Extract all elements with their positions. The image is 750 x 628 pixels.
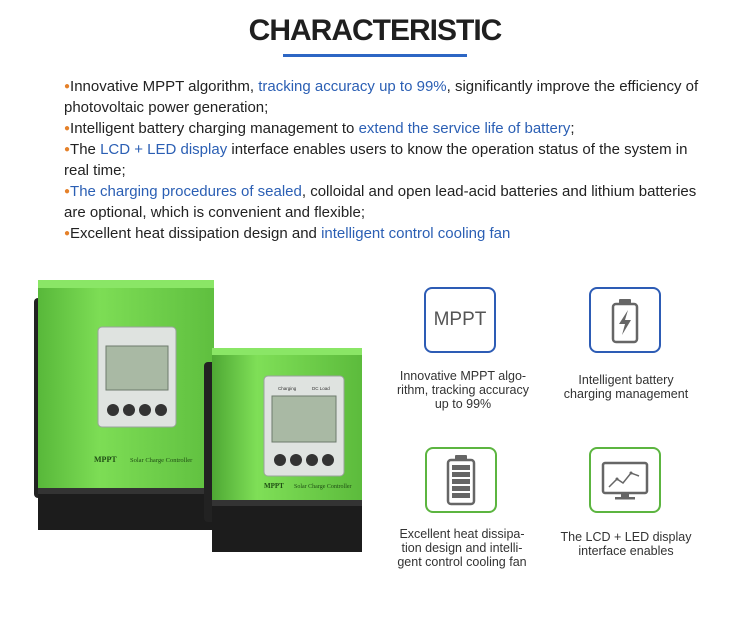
feature-item: ●Intelligent battery charging management… [64,118,704,139]
caption-display: The LCD + LED display interface enables [551,530,701,558]
screen-label-charging: Charging [278,386,297,391]
bullet-icon: ● [64,81,71,92]
feature-text: interface enables users to know the oper… [64,141,688,179]
charge-controller-illustration: MPPT Solar Charge Controller Charging DC… [34,280,362,552]
device-brand-small: MPPT [264,482,284,490]
bullet-icon: ● [64,144,71,155]
caption-line: Intelligent battery [578,373,674,387]
bullet-icon: ● [64,123,71,134]
screen-label-dcload: DC Load [312,386,330,391]
feature-text: Intelligent battery charging management … [70,120,359,137]
bullet-icon: ● [64,186,71,197]
device-model-small: Solar Charge Controller [294,484,352,490]
feature-text: , colloidal and open lead-acid batteries… [64,183,697,221]
feature-item: ●Excellent heat dissipation design and i… [64,223,704,244]
battery-charging-icon [589,287,661,353]
feature-list: ●Innovative MPPT algorithm, tracking acc… [64,76,704,244]
feature-text: Excellent heat dissipation design and [70,225,322,242]
display-icon [589,447,661,513]
feature-highlight: tracking accuracy up to 99% [258,78,447,95]
caption-line: The LCD + LED display [560,530,692,544]
feature-item: ●The LCD + LED display interface enables… [64,139,704,181]
mppt-icon: MPPT [424,287,496,353]
caption-line: charging management [563,387,689,401]
feature-text: The [70,141,101,158]
feature-text: , significantly improve the efficiency o… [64,78,699,116]
feature-highlight: intelligent control cooling fan [321,225,511,242]
caption-line: Excellent heat dissipa- [399,527,525,541]
device-brand-large: MPPT [94,455,117,464]
mppt-icon-label: MPPT [433,309,487,330]
caption-line: Innovative MPPT algo- [399,369,527,383]
device-model-large: Solar Charge Controller [130,457,193,464]
title-underline [283,54,467,57]
caption-battery: Intelligent battery charging management [551,373,701,401]
feature-highlight: LCD + LED display [100,141,228,158]
product-image: MPPT Solar Charge Controller Charging DC… [28,272,380,557]
feature-highlight: The charging procedures of sealed [70,183,302,200]
caption-cooling: Excellent heat dissipa- tion design and … [387,527,537,569]
feature-text: ; [570,120,575,137]
feature-highlight: extend the service life of battery [358,120,571,137]
feature-text: Innovative MPPT algorithm, [70,78,259,95]
caption-line: gent control cooling fan [397,555,527,569]
bullet-icon: ● [64,228,71,239]
caption-line: interface enables [578,544,674,558]
battery-level-icon [425,447,497,513]
feature-item: ●Innovative MPPT algorithm, tracking acc… [64,76,704,118]
feature-item: ●The charging procedures of sealed, coll… [64,181,704,223]
caption-line: up to 99% [434,397,492,411]
caption-line: rithm, tracking accuracy [397,383,529,397]
caption-line: tion design and intelli- [401,541,523,555]
page-title: CHARACTERISTIC [248,14,503,47]
caption-mppt: Innovative MPPT algo- rithm, tracking ac… [388,369,538,411]
